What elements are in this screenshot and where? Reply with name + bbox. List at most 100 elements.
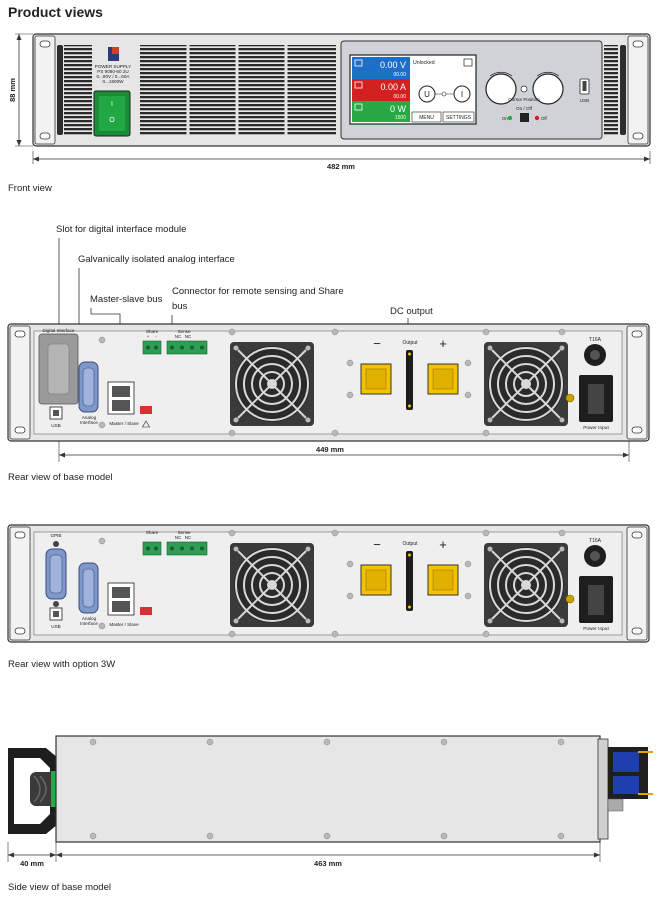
rear-width-dim: 449 mm [316,445,344,454]
left-knob[interactable] [485,73,517,105]
on-led [507,115,513,121]
onoff-button[interactable] [520,113,529,122]
dc-minus-sign: − [373,336,381,351]
side-body-dim: 463 mm [314,859,342,868]
analog3w-label-2: Interface [80,621,98,626]
output3w-label: Output [402,541,418,547]
grid-icon [354,81,363,89]
right-knob[interactable] [532,73,564,105]
fuse-label: T16A [589,337,602,343]
logo-text-3: 0...80V / 0...60A [97,74,131,79]
sense-nc-2: NC [185,334,191,339]
sense3w-label: Sense [177,530,190,535]
u-symbol: U [424,90,430,99]
side-left-dim: 40 mm [20,859,44,868]
settings-label: SETTINGS [446,115,472,121]
current-set: 00.00 [393,94,406,100]
sense3w-nc-1: NC [175,535,181,540]
power-input-label: Power Input [583,425,609,431]
grid-icon [354,103,363,111]
menu-button[interactable] [411,111,442,123]
fuse3w-label: T16A [589,538,602,544]
rear-base-view: Slot for digital interface module Galvan… [7,224,650,462]
lock-icon [463,58,473,67]
dip-switch [140,406,152,414]
current-readout: 0.00 A [380,82,406,92]
onoff-label: On / Off [516,106,533,111]
front-height-dim: 88 mm [8,78,17,102]
share-minus: - [155,334,157,339]
share3w-label: Share [146,530,159,535]
page-title: Product views [8,4,103,20]
off-label: Off [541,116,548,121]
lock-status: Unlocked [413,60,435,66]
power-tile [352,101,410,122]
off-led [534,115,540,121]
front-caption: Front view [8,183,52,194]
fan-right-icon [483,341,569,427]
grid-icon [354,59,363,67]
rear-3w-caption: Rear view with option 3W [8,659,116,670]
warning-icon [141,420,151,428]
side-body [55,735,601,843]
sense3w-nc-2: NC [185,535,191,540]
master3w-label: Master / Slave [109,622,139,627]
digital-interface-label: Digital Interface [43,328,75,333]
fan-left-icon [229,341,315,427]
fan-left-icon [229,542,315,628]
rear-usb-label: USB [51,423,60,428]
share-terminal [142,340,162,355]
side-view: 40 mm 463 mm [7,735,653,868]
cursor-button[interactable] [520,85,528,93]
sense-nc-1: NC [175,334,181,339]
dc3w-plus-sign: + [439,537,447,552]
usb-label: USB [580,98,589,103]
settings-button[interactable] [442,111,475,123]
power-readout: 0 W [390,104,407,114]
analog-label-1: Analog [82,415,97,420]
share-terminal [142,541,162,556]
callout-dc: DC output [390,306,433,317]
on-label: On [502,116,508,121]
gpib-label: GPIB [51,533,62,538]
output-label: Output [402,340,418,346]
rear3w-usb-label: USB [51,624,60,629]
analog-label-2: Interface [80,420,98,425]
callout-slot: Slot for digital interface module [56,224,186,235]
share-label: Share [146,329,159,334]
power-input3w-label: Power Input [583,626,609,632]
share-plus: + [147,334,150,339]
front-view: 88 mm POWER SUPPLY PS 9080-60 2U 0...80V… [8,33,651,171]
ground-icon [565,393,575,403]
logo-text-4: 0...1500W [103,79,125,84]
i-symbol: I [461,90,463,99]
current-tile [352,79,410,101]
voltage-set: 00.00 [393,72,406,78]
logo-text-1: POWER SUPPLY [95,64,131,69]
callout-master: Master-slave bus [90,294,163,305]
master-label: Master / Slave [109,421,139,426]
left-ear [34,35,56,145]
fan-right-icon [483,542,569,628]
front-width-dim: 482 mm [327,162,355,171]
power-set: 1500 [395,115,406,121]
analog3w-label-1: Analog [82,616,97,621]
callout-analog: Galvanically isolated analog interface [78,254,235,265]
side-green-switch [51,771,56,807]
side-caption: Side view of base model [8,882,111,893]
dc-divider [406,350,413,410]
dc-plus-sign: + [439,336,447,351]
svg-text:O: O [109,117,115,124]
callout-sense-1: Connector for remote sensing and Share [172,286,344,297]
voltage-tile [352,57,410,79]
rear-base-caption: Rear view of base model [8,472,113,483]
svg-text:I: I [111,101,113,108]
logo-text-2: PS 9080-60 2U [97,69,128,74]
voltage-readout: 0.00 V [380,60,406,70]
dip-switch [140,607,152,615]
rear-3w-view: GPIB USB Analog Interface Master / Slave… [7,524,650,643]
sense-label: Sense [177,329,190,334]
sense-terminal [166,541,208,556]
ground-icon [565,594,575,604]
